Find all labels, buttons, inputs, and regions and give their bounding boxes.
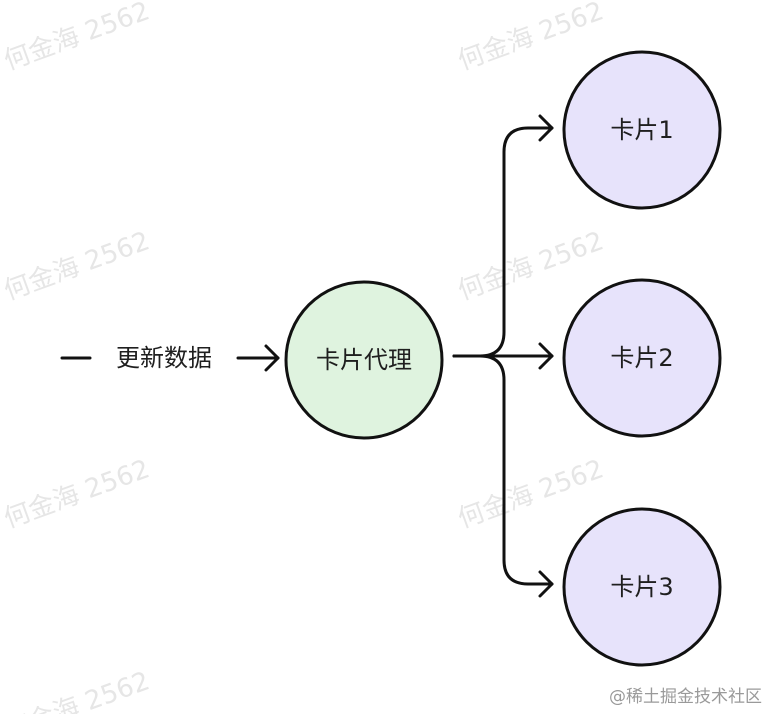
footer-watermark: @稀土掘金技术社区: [609, 687, 762, 707]
node-card-2-label: 卡片2: [610, 344, 673, 372]
node-card-1-circle: [562, 50, 722, 210]
node-card-1-label: 卡片1: [610, 116, 673, 144]
node-card-3-circle: [562, 507, 722, 667]
watermark-text: 何金海 2562: [0, 226, 154, 306]
fanout-edges: [452, 114, 554, 598]
node-card-2-circle: [562, 278, 722, 438]
watermark-text: 何金海 2562: [454, 0, 608, 77]
input-label: 更新数据: [116, 344, 212, 372]
edge-1-arrow-head: [538, 114, 554, 142]
node-card-3: 卡片3: [562, 507, 722, 667]
watermark-text: 何金海 2562: [454, 226, 608, 306]
edge-proxy-to-card-1: [452, 126, 554, 358]
watermark-text: 何金海 2562: [0, 454, 154, 534]
node-card-2: 卡片2: [562, 278, 722, 438]
edge-proxy-to-card-3: [452, 354, 554, 586]
node-card-3-label: 卡片3: [610, 573, 673, 601]
watermark-text: 何金海 2562: [454, 454, 608, 534]
input-arrow: [236, 344, 280, 372]
node-proxy-circle: [284, 280, 444, 440]
watermark-text: 何金海 2562: [0, 0, 154, 77]
node-proxy-label: 卡片代理: [316, 346, 412, 374]
edge-2-arrow-head: [538, 342, 554, 370]
edge-3-arrow-head: [538, 570, 554, 598]
input-source: 更新数据: [60, 344, 212, 372]
watermark-text: 何金海 2562: [0, 666, 154, 714]
input-arrow-head: [264, 344, 280, 372]
node-card-1: 卡片1: [562, 50, 722, 210]
node-proxy: 卡片代理: [284, 280, 444, 440]
